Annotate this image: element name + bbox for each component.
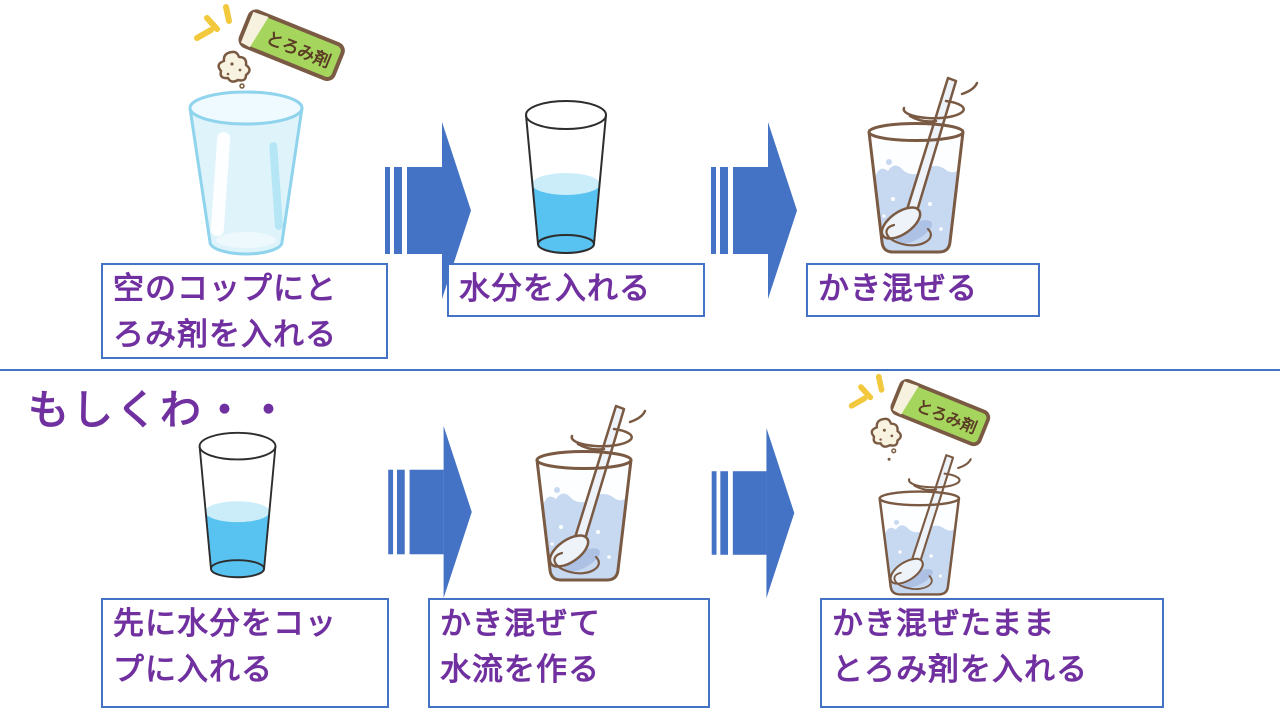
swirl-icon: [902, 81, 979, 123]
empty-cup-icon: [188, 90, 304, 256]
step-label-box: かき混ぜて 水流を作る: [428, 598, 710, 708]
thickener-packet-illustration: とろみ剤: [848, 373, 991, 461]
spoon-icon: [889, 454, 955, 585]
half-filled-cup-icon: [198, 431, 277, 579]
step-label-box: 空のコップにと ろみ剤を入れる: [101, 263, 388, 359]
step-label-box: かき混ぜる: [806, 263, 1040, 317]
spoon-icon: [880, 76, 958, 240]
powder-icon: [217, 50, 251, 97]
sparkle-icon: [194, 4, 232, 41]
step-label-line: かき混ぜる: [818, 271, 978, 307]
step-label-line: とろみ剤を入れる: [832, 651, 1088, 688]
stirring-cup-icon: [878, 454, 972, 596]
swirl-icon: [570, 409, 647, 451]
thickener-packet-illustration: とろみ剤: [194, 4, 345, 97]
stirring-cup-icon: [535, 404, 647, 582]
step-label-line: プに入れる: [113, 651, 273, 688]
step-label-line: 先に水分をコッ: [113, 606, 337, 642]
step-label-box: 水分を入れる: [447, 263, 705, 317]
powder-icon: [870, 417, 902, 461]
step-label-line: 空のコップにと: [113, 271, 337, 307]
spoon-icon: [548, 404, 626, 568]
step-label-line: かき混ぜたまま: [832, 606, 1056, 642]
flow-arrow-icon: [388, 426, 472, 598]
half-filled-cup-icon: [525, 100, 607, 254]
step-label-line: 水流を作る: [440, 651, 600, 688]
step-label-line: 水分を入れる: [459, 271, 651, 307]
step-label-box: かき混ぜたまま とろみ剤を入れる: [820, 598, 1164, 708]
swirl-icon: [907, 458, 972, 491]
alternative-heading: もしくわ・・: [28, 386, 292, 434]
stirring-cup-icon: [867, 76, 979, 254]
step-label-line: かき混ぜて: [440, 606, 601, 642]
thickener-packet-icon: とろみ剤: [890, 379, 991, 447]
step-label-box: 先に水分をコッ プに入れる: [101, 598, 389, 708]
sparkle-icon: [848, 373, 885, 409]
flow-arrow-icon: [711, 428, 795, 598]
thickener-packet-icon: とろみ剤: [238, 9, 345, 81]
step-label-line: ろみ剤を入れる: [113, 316, 337, 353]
divider-line: [0, 369, 1280, 371]
flow-arrow-icon: [711, 122, 797, 299]
flow-arrow-icon: [385, 122, 471, 299]
